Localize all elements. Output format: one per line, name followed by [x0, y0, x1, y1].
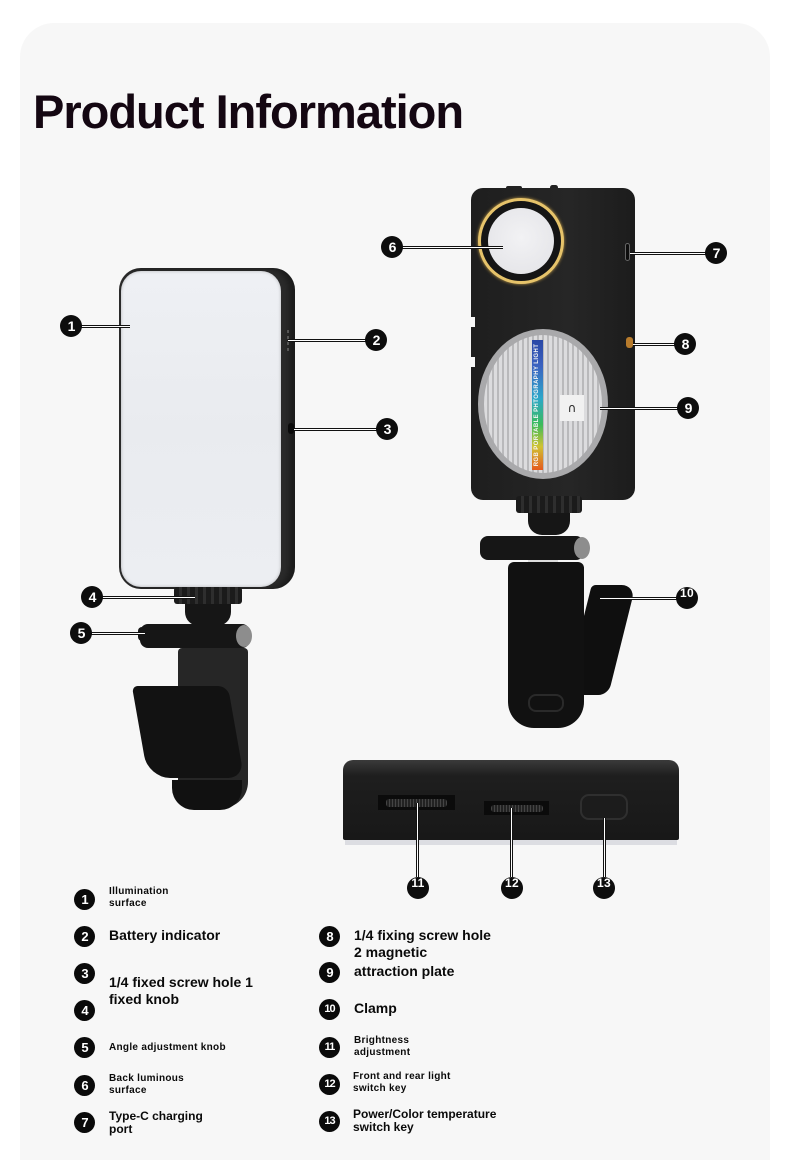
fixed-knob — [516, 496, 582, 513]
back-luminous-surface — [488, 208, 554, 274]
leader-line-6 — [400, 246, 503, 249]
leader-line-3 — [294, 428, 378, 431]
product-info-card — [20, 23, 770, 1160]
callout-badge-3: 3 — [376, 418, 398, 440]
callout-badge-12: 12 — [501, 877, 523, 899]
hinge-screw — [574, 537, 590, 559]
legend-badge-8: 8 — [319, 926, 340, 947]
callout-badge-5: 5 — [70, 622, 92, 644]
legend-badge-2: 2 — [74, 926, 95, 947]
rgb-gradient-strip — [532, 340, 543, 470]
angle-knob — [138, 627, 160, 641]
fixed-knob — [174, 587, 242, 604]
legend-label-11: Brightness adjustment — [354, 1035, 411, 1058]
light-switch-wheel — [484, 801, 549, 815]
callout-badge-8: 8 — [674, 333, 696, 355]
legend-label-5: Angle adjustment knob — [109, 1042, 226, 1053]
legend-label-10: Clamp — [354, 1000, 397, 1016]
callout-badge-10: 10 — [676, 587, 698, 609]
brightness-wheel — [378, 795, 455, 810]
legend-label-12: Front and rear light switch key — [353, 1071, 451, 1094]
callout-badge-13: 13 — [593, 877, 615, 899]
callout-badge-11: 11 — [407, 877, 429, 899]
callout-badge-4: 4 — [81, 586, 103, 608]
legend-badge-9: 9 — [319, 962, 340, 983]
power-button — [580, 794, 628, 820]
clamp-jaw — [131, 686, 245, 778]
housing-notch — [471, 357, 475, 367]
leader-line-12 — [510, 808, 513, 877]
callout-badge-9: 9 — [677, 397, 699, 419]
leader-line-11 — [416, 803, 419, 877]
callout-badge-6: 6 — [381, 236, 403, 258]
leader-line-13 — [603, 818, 606, 877]
top-button — [550, 185, 558, 190]
type-c-port — [625, 243, 630, 261]
legend-label-2: Battery indicator — [109, 927, 221, 943]
ball-joint — [185, 604, 231, 626]
legend-label-1: Illumination surface — [109, 886, 169, 909]
legend-badge-5: 5 — [74, 1037, 95, 1058]
battery-led — [287, 336, 289, 339]
legend-badge-6: 6 — [74, 1075, 95, 1096]
clamp-front — [508, 562, 584, 728]
callout-badge-7: 7 — [705, 242, 727, 264]
leader-line-7 — [630, 252, 710, 255]
battery-led — [287, 342, 289, 345]
leader-line-5 — [90, 632, 145, 635]
legend-badge-11: 11 — [319, 1037, 340, 1058]
leader-line-9 — [600, 407, 680, 410]
leader-line-2 — [288, 339, 368, 342]
legend-label-9: attraction plate — [354, 963, 455, 979]
leader-line-4 — [100, 596, 195, 599]
hinge-screw — [236, 625, 252, 647]
screw-hole — [288, 423, 294, 434]
callout-badge-2: 2 — [365, 329, 387, 351]
legend-badge-12: 12 — [319, 1074, 340, 1095]
clamp-grip — [172, 780, 242, 810]
brass-screw-hole — [626, 337, 633, 348]
legend-badge-1: 1 — [74, 889, 95, 910]
magnet-icon: ∩ — [560, 395, 584, 421]
leader-line-8 — [633, 343, 678, 346]
plate-print: RGB PORTABLE PHTOGRAPHY LIGHT — [534, 343, 540, 467]
legend-label-7: Type-C charging port — [109, 1109, 203, 1136]
housing-notch — [471, 317, 475, 327]
legend-badge-4: 4 — [74, 1000, 95, 1021]
legend-label-13: Power/Color temperature switch key — [353, 1107, 497, 1134]
page-title: Product Information — [33, 85, 464, 138]
legend-badge-13: 13 — [319, 1111, 340, 1132]
legend-badge-3: 3 — [74, 963, 95, 984]
legend-badge-7: 7 — [74, 1112, 95, 1133]
legend-label-6: Back luminous surface — [109, 1073, 185, 1096]
magnetic-plate-ribs — [484, 335, 602, 473]
legend-badge-10: 10 — [319, 999, 340, 1020]
leader-line-10 — [600, 597, 680, 600]
battery-led — [287, 330, 289, 333]
ball-joint — [528, 513, 570, 535]
clamp-grip — [528, 694, 564, 712]
battery-led — [287, 348, 289, 351]
legend-label-3: 1/4 fixed screw hole 1 fixed knob — [109, 974, 253, 1007]
leader-line-1 — [80, 325, 130, 328]
illumination-surface — [121, 271, 281, 587]
hinge-bar — [480, 536, 584, 560]
callout-badge-1: 1 — [60, 315, 82, 337]
legend-label-8: 1/4 fixing screw hole 2 magnetic — [354, 927, 491, 960]
